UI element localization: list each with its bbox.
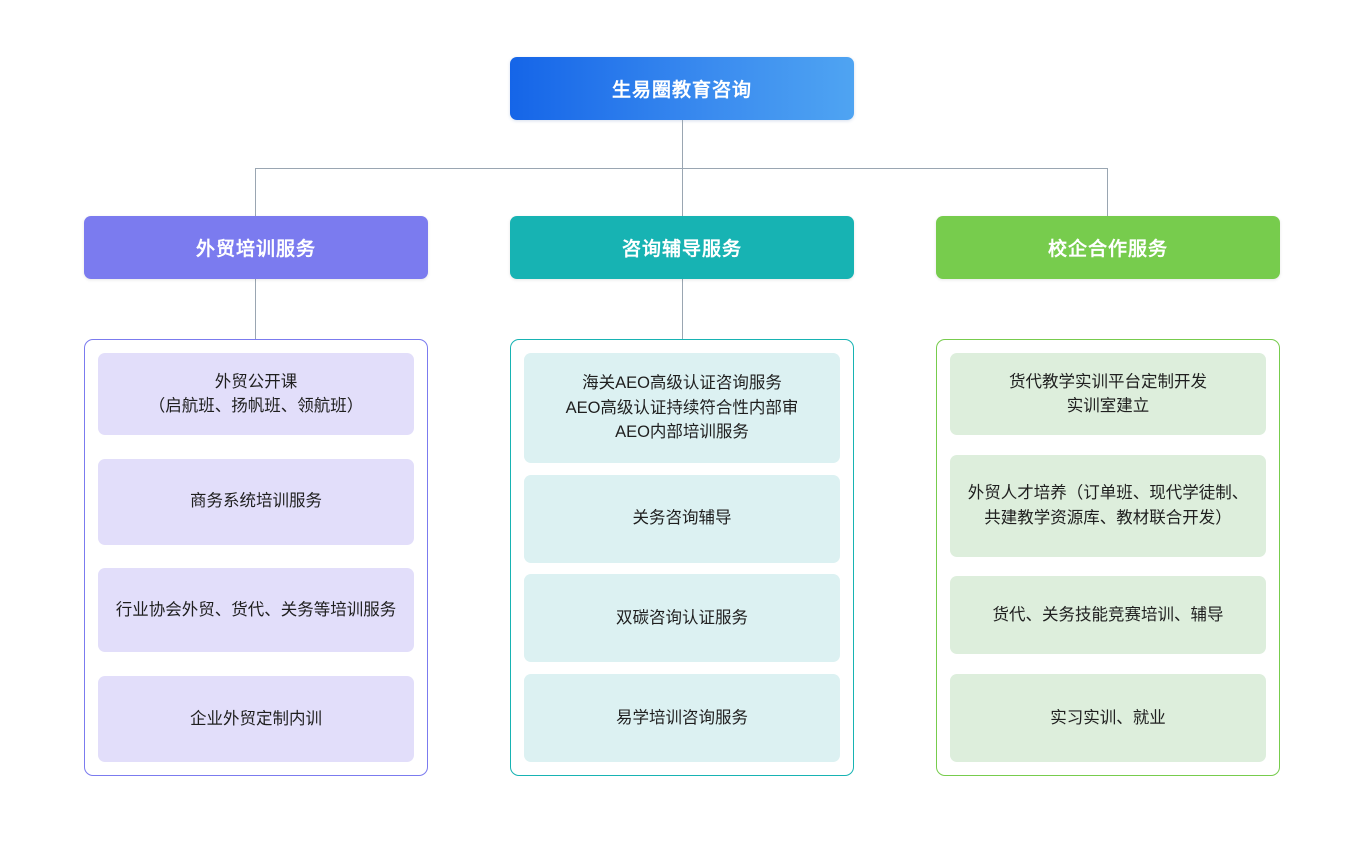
connector-root-stem <box>682 120 683 168</box>
category-header-label: 咨询辅导服务 <box>621 239 742 260</box>
service-list-foreign-trade-training: 外贸公开课 （启航班、扬帆班、领航班） 商务系统培训服务 行业协会外贸、货代、关… <box>84 339 428 776</box>
list-item[interactable]: 企业外贸定制内训 <box>98 675 414 762</box>
connector-bus-to-header-b <box>682 168 683 216</box>
connector-horizontal-bus <box>255 168 1108 169</box>
category-header-foreign-trade-training[interactable]: 外贸培训服务 <box>84 216 428 279</box>
category-header-label: 外贸培训服务 <box>195 239 316 260</box>
root-node-label: 生易圈教育咨询 <box>611 80 752 101</box>
category-header-label: 校企合作服务 <box>1047 239 1168 260</box>
category-header-consulting-guidance[interactable]: 咨询辅导服务 <box>510 216 854 279</box>
list-item[interactable]: 商务系统培训服务 <box>98 458 414 545</box>
list-item[interactable]: 外贸公开课 （启航班、扬帆班、领航班） <box>98 353 414 435</box>
list-item[interactable]: 海关AEO高级认证咨询服务 AEO高级认证持续符合性内部审 AEO内部培训服务 <box>524 353 840 463</box>
list-item[interactable]: 货代教学实训平台定制开发 实训室建立 <box>950 353 1266 435</box>
list-item[interactable]: 实习实训、就业 <box>950 673 1266 762</box>
category-header-school-enterprise[interactable]: 校企合作服务 <box>936 216 1280 279</box>
list-item[interactable]: 外贸人才培养（订单班、现代学徒制、共建教学资源库、教材联合开发） <box>950 454 1266 557</box>
root-node[interactable]: 生易圈教育咨询 <box>510 57 854 120</box>
connector-header-b-to-container <box>682 279 683 339</box>
list-item[interactable]: 关务咨询辅导 <box>524 474 840 563</box>
service-list-consulting-guidance: 海关AEO高级认证咨询服务 AEO高级认证持续符合性内部审 AEO内部培训服务 … <box>510 339 854 776</box>
list-item[interactable]: 行业协会外贸、货代、关务等培训服务 <box>98 568 414 653</box>
list-item[interactable]: 易学培训咨询服务 <box>524 673 840 762</box>
list-item[interactable]: 货代、关务技能竞赛培训、辅导 <box>950 576 1266 655</box>
list-item[interactable]: 双碳咨询认证服务 <box>524 574 840 663</box>
connector-bus-to-header-c <box>1107 168 1108 216</box>
service-list-school-enterprise: 货代教学实训平台定制开发 实训室建立 外贸人才培养（订单班、现代学徒制、共建教学… <box>936 339 1280 776</box>
connector-header-a-to-container <box>255 279 256 339</box>
connector-bus-to-header-a <box>255 168 256 216</box>
